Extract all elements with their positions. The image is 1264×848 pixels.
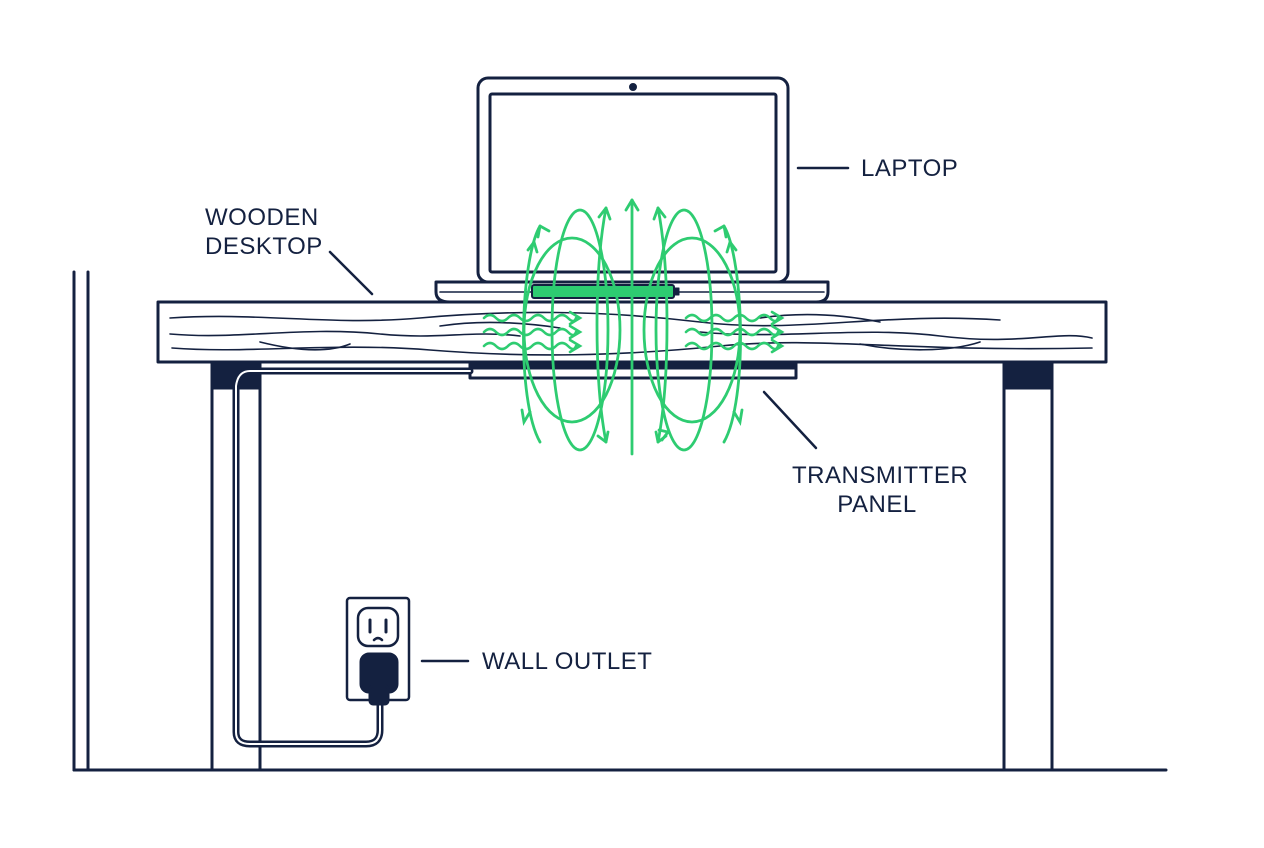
plug-icon — [359, 652, 399, 706]
laptop-label-text: LAPTOP — [861, 155, 959, 182]
transmitter-panel-label-line2: PANEL — [837, 491, 917, 518]
magnetic-field-icon — [520, 198, 744, 456]
desk-leg-right — [1002, 360, 1054, 772]
laptop-icon — [434, 76, 830, 304]
wall — [72, 270, 90, 772]
laptop-label: LAPTOP — [861, 154, 958, 183]
transmitter-panel-label: TRANSMITTER PANEL — [792, 461, 969, 519]
wall-outlet-label-text: WALL OUTLET — [482, 648, 653, 675]
wall-outlet-label: WALL OUTLET — [482, 647, 652, 676]
power-cable — [232, 367, 474, 748]
wooden-desktop-label: WOODEN DESKTOP — [205, 203, 323, 261]
desktop-leader-line — [328, 250, 374, 296]
transmitter-panel-label-line1: TRANSMITTER — [792, 462, 969, 489]
transmitter-leader-line — [762, 390, 818, 450]
energy-wave-icon — [482, 310, 785, 354]
wooden-desktop-label-line2: DESKTOP — [205, 233, 323, 260]
wooden-desktop-label-line1: WOODEN — [205, 204, 319, 231]
